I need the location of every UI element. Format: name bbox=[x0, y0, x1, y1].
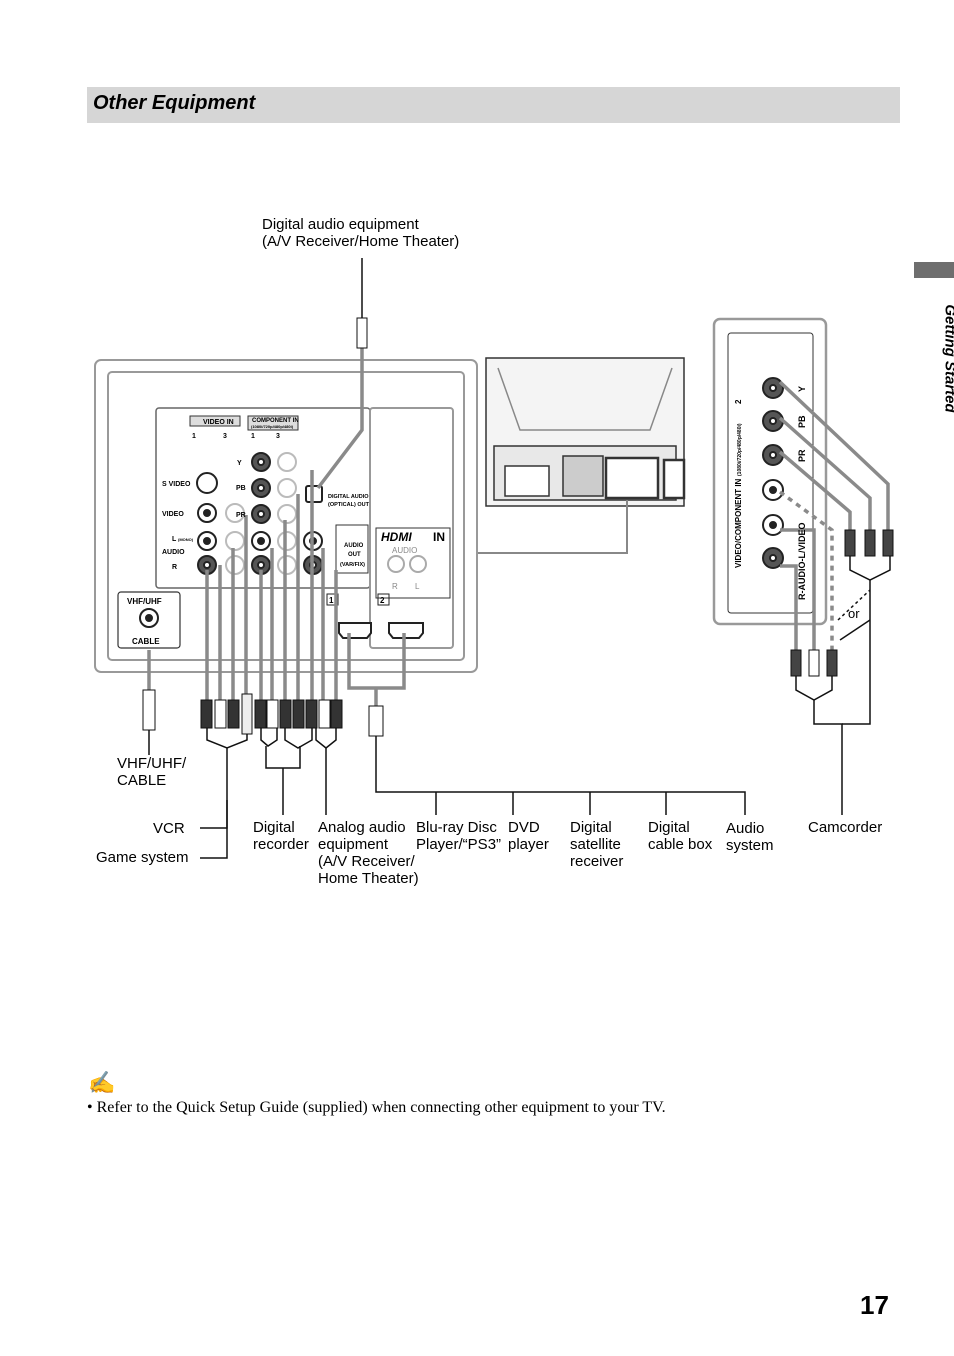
svg-text:S VIDEO: S VIDEO bbox=[162, 481, 191, 488]
section-header: Other Equipment bbox=[87, 87, 900, 123]
label-digital-audio-equipment: Digital audio equipment (A/V Receiver/Ho… bbox=[262, 216, 460, 250]
svg-text:AUDIO: AUDIO bbox=[392, 546, 417, 555]
rear-panel-jacks bbox=[139, 452, 427, 628]
svg-text:Y: Y bbox=[797, 386, 807, 392]
svg-text:L: L bbox=[172, 536, 177, 543]
svg-text:(1080i/720p/480p/480i): (1080i/720p/480p/480i) bbox=[737, 423, 743, 476]
svg-text:1: 1 bbox=[329, 596, 334, 605]
svg-text:AUDIO: AUDIO bbox=[162, 549, 185, 556]
rear-panel-cables bbox=[147, 348, 406, 706]
svg-text:L: L bbox=[415, 582, 420, 591]
svg-text:(1080i/720p/480p/480i): (1080i/720p/480p/480i) bbox=[251, 424, 294, 429]
svg-text:3: 3 bbox=[223, 433, 227, 440]
side-panel-label: VIDEO/COMPONENT IN bbox=[734, 478, 743, 568]
svg-text:1: 1 bbox=[192, 433, 196, 440]
section-title: Other Equipment bbox=[93, 92, 256, 114]
label-audio-system: Audio system bbox=[726, 820, 774, 854]
svg-text:R-AUDIO-L/VIDEO: R-AUDIO-L/VIDEO bbox=[797, 523, 807, 601]
label-digital-cable-box: Digital cable box bbox=[648, 819, 713, 853]
svg-text:3: 3 bbox=[276, 433, 280, 440]
label-vcr: VCR bbox=[153, 820, 185, 837]
label-analog-audio-equipment: Analog audio equipment (A/V Receiver/ Ho… bbox=[318, 819, 419, 887]
svg-text:1: 1 bbox=[251, 433, 255, 440]
svg-text:(OPTICAL) OUT: (OPTICAL) OUT bbox=[328, 502, 370, 508]
svg-text:(MONO): (MONO) bbox=[178, 537, 194, 542]
side-input-panel bbox=[712, 317, 828, 626]
svg-text:VIDEO: VIDEO bbox=[162, 511, 184, 518]
page-number: 17 bbox=[860, 1290, 889, 1320]
side-panel-plugs bbox=[790, 529, 894, 677]
svg-text:DIGITAL AUDIO: DIGITAL AUDIO bbox=[328, 494, 369, 500]
svg-text:Y: Y bbox=[237, 460, 242, 467]
svg-text:IN: IN bbox=[433, 530, 445, 544]
camcorder-leads bbox=[795, 556, 891, 815]
side-panel-cables bbox=[778, 380, 890, 650]
note-pencil-icon: ✍ bbox=[88, 1070, 116, 1095]
svg-text:R: R bbox=[172, 564, 177, 571]
label-component-in: COMPONENT IN bbox=[252, 418, 299, 424]
label-digital-recorder: Digital recorder bbox=[253, 819, 309, 853]
label-vhf-uhf-cable: VHF/UHF/ CABLE bbox=[117, 755, 187, 789]
svg-text:R: R bbox=[392, 582, 398, 591]
svg-text:PB: PB bbox=[797, 415, 807, 428]
label-leader-lines bbox=[148, 258, 746, 859]
svg-text:PR: PR bbox=[797, 449, 807, 462]
svg-text:PB: PB bbox=[236, 485, 246, 492]
svg-text:2: 2 bbox=[734, 399, 743, 404]
svg-text:PR: PR bbox=[236, 512, 246, 519]
panel-text-labels: VIDEO IN 1 3 COMPONENT IN (1080i/720p/48… bbox=[127, 386, 807, 646]
label-game-system: Game system bbox=[96, 849, 189, 866]
svg-text:AUDIO: AUDIO bbox=[344, 543, 364, 549]
hdmi-logo: HDMI bbox=[381, 530, 412, 544]
label-camcorder: Camcorder bbox=[808, 819, 883, 836]
side-tab-marker bbox=[914, 262, 954, 278]
svg-text:VHF/UHF: VHF/UHF bbox=[127, 597, 162, 606]
note-text: • Refer to the Quick Setup Guide (suppli… bbox=[87, 1099, 666, 1116]
label-dvd-player: DVD player bbox=[508, 819, 549, 853]
hdmi-port-2-badge bbox=[377, 593, 390, 606]
svg-text:(VAR/FIX): (VAR/FIX) bbox=[340, 562, 365, 568]
label-bluray-player: Blu-ray Disc Player/“PS3” bbox=[416, 819, 502, 853]
label-digital-satellite-receiver: Digital satellite receiver bbox=[570, 819, 624, 870]
svg-text:OUT: OUT bbox=[348, 552, 361, 558]
hdmi-ports bbox=[338, 622, 424, 639]
svg-text:CABLE: CABLE bbox=[132, 637, 160, 646]
svg-text:2: 2 bbox=[380, 596, 385, 605]
tv-back-illustration bbox=[478, 357, 686, 554]
label-or: or bbox=[848, 606, 860, 621]
rear-panel-plugs bbox=[142, 317, 384, 737]
hdmi-port-1-badge bbox=[326, 593, 339, 606]
label-video-in: VIDEO IN bbox=[203, 419, 234, 426]
